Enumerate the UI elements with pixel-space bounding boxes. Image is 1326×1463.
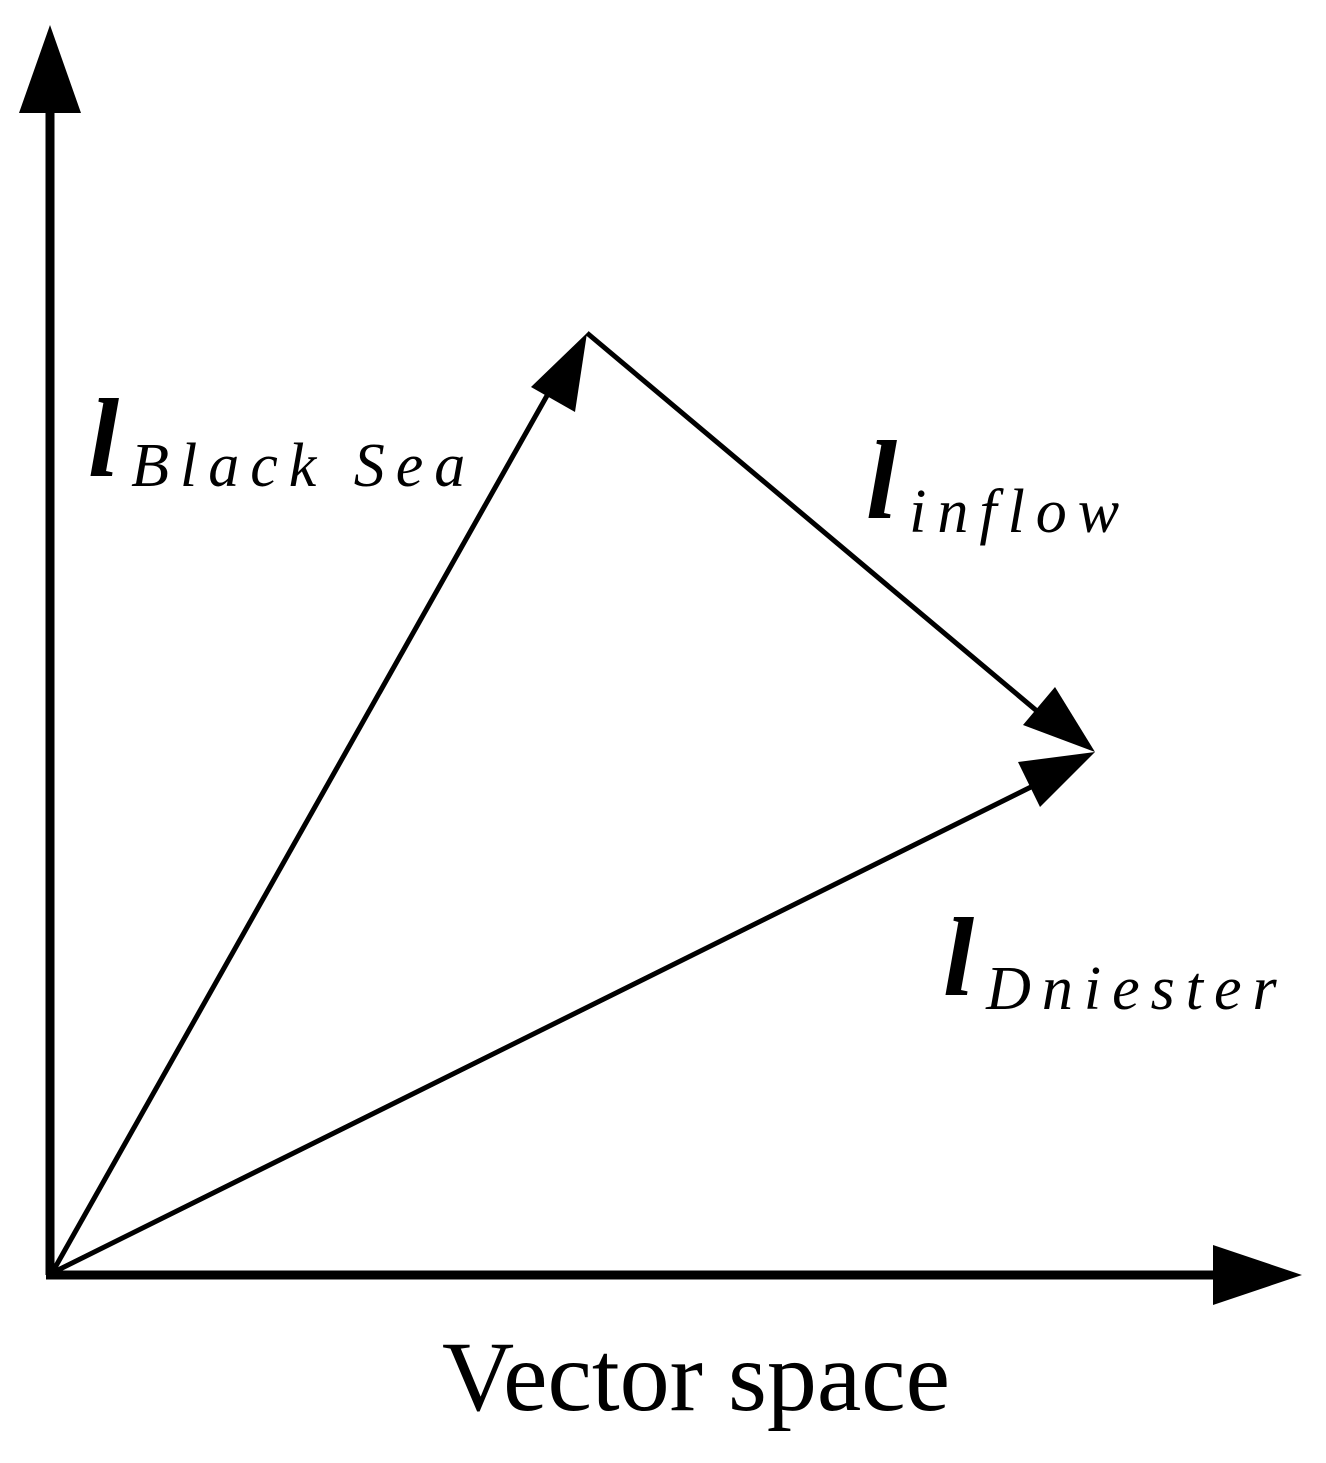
label-inflow-symbol: l: [866, 419, 897, 543]
label-black-sea: l Black Sea: [88, 377, 476, 501]
y-axis-arrowhead: [19, 25, 81, 113]
vector-black-sea-arrowhead: [531, 333, 587, 412]
label-inflow: l inflow: [866, 419, 1130, 546]
label-dniester-subscript: Dniester: [985, 955, 1288, 1023]
label-dniester: l Dniester: [943, 896, 1288, 1023]
diagram-caption: Vector space: [442, 1321, 950, 1432]
label-dniester-symbol: l: [943, 896, 974, 1020]
vector-black-sea-line: [49, 383, 556, 1275]
label-black-sea-subscript: Black Sea: [131, 432, 476, 500]
label-inflow-subscript: inflow: [909, 478, 1130, 546]
vector-inflow-line: [585, 331, 1052, 724]
vector-inflow-arrowhead: [1023, 687, 1095, 752]
x-axis-arrowhead: [1213, 1245, 1302, 1305]
label-black-sea-symbol: l: [88, 377, 119, 501]
vector-dniester-line: [50, 777, 1047, 1276]
vector-dniester-arrowhead: [1018, 752, 1095, 807]
